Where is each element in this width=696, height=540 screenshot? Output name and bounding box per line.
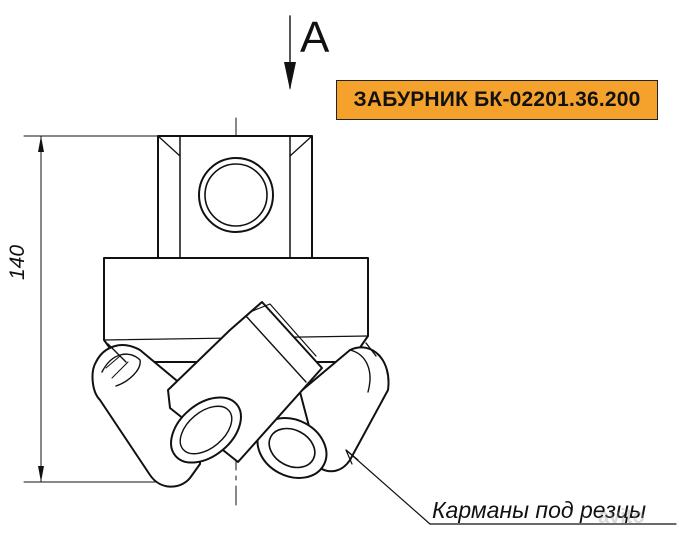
dimension-label: 140 — [6, 244, 29, 280]
watermark: avito — [598, 506, 645, 528]
view-arrow — [284, 15, 296, 90]
cutter-holder — [167, 301, 323, 464]
callout-leader — [345, 449, 677, 525]
title-badge: ЗАБУРНИК БК-02201.36.200 — [336, 80, 658, 120]
dimension-line — [23, 135, 161, 483]
view-marker-label: A — [300, 13, 330, 62]
shank — [157, 135, 313, 259]
part-title: ЗАБУРНИК БК-02201.36.200 — [353, 88, 641, 111]
callout-label: Карманы под резцы — [432, 497, 647, 523]
